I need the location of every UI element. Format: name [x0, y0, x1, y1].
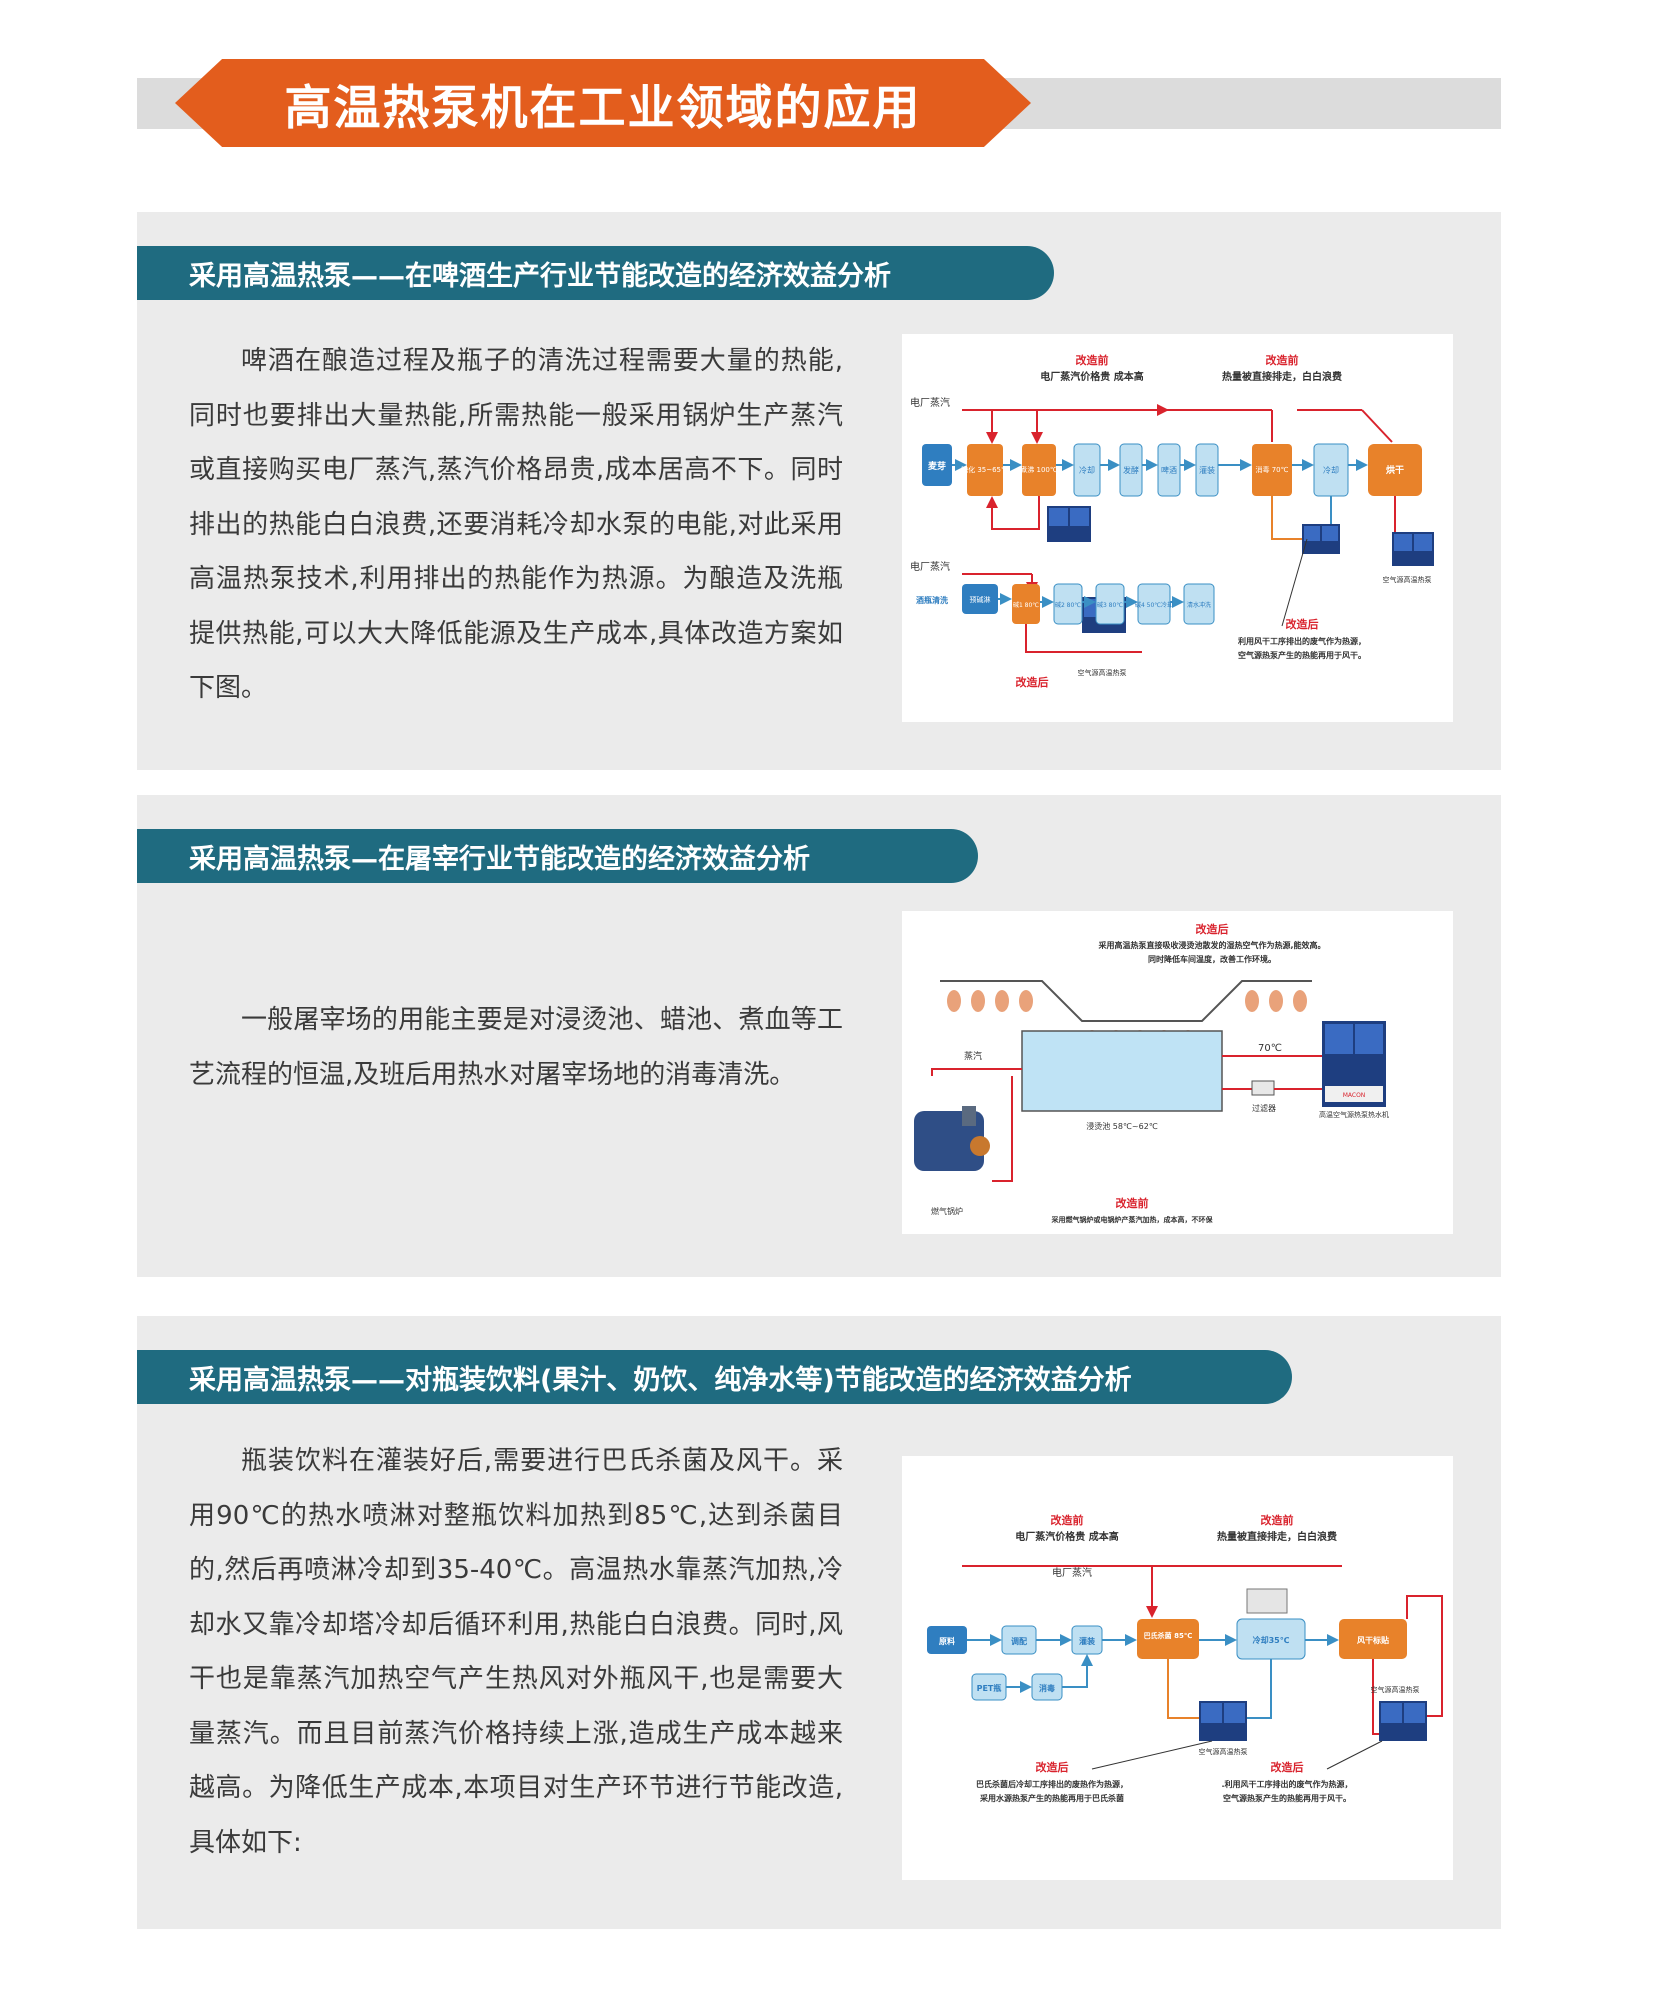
steam-label: 电厂蒸汽	[1052, 1566, 1092, 1579]
after-right-title: 改造后	[1286, 617, 1319, 631]
hp-label-right: 空气源高温热泵	[1383, 575, 1432, 584]
before-text: 采用燃气锅炉或电锅炉产蒸汽加热，成本高，不环保	[1051, 1215, 1214, 1224]
bev-step-4: 消毒	[1039, 1683, 1055, 1693]
after-right-text1: 利用风干工序排出的废气作为热源，	[1237, 636, 1366, 646]
cooling-tower-icon	[1246, 1588, 1288, 1614]
filter-label: 过滤器	[1252, 1103, 1276, 1113]
before-right-text: 热量被直接排走，白白浪费	[1222, 370, 1342, 383]
before-right-title: 改造前	[1266, 353, 1299, 367]
after-text1: 采用高温热泵直接吸收浸烫池散发的湿热空气作为热源,能效高。	[1097, 940, 1325, 950]
steam-label: 蒸汽	[964, 1050, 982, 1062]
after-right-text2: 空气源热泵产生的热能再用于风干。	[1238, 650, 1366, 660]
beer-process-diagram: 改造前 电厂蒸汽价格贵 成本高 改造前 热量被直接排走，白白浪费 电厂蒸汽 电厂…	[902, 334, 1453, 722]
after-title: 改造后	[1196, 922, 1229, 936]
beverage-process-diagram: 改造前 电厂蒸汽价格贵 成本高 改造前 热量被直接排走，白白浪费 电厂蒸汽	[902, 1456, 1453, 1880]
beer-step-3: 煮沸 100℃	[1020, 465, 1058, 474]
section-header: 采用高温热泵——在啤酒生产行业节能改造的经济效益分析	[137, 246, 1054, 300]
bottom-process-row: 酒瓶清洗 预碱淋 碱1 80℃ 碱2 80℃ 碱3 80℃ 碱4 50℃冷却 清…	[916, 583, 1215, 625]
before-left-text: 电厂蒸汽价格贵 成本高	[1015, 1530, 1118, 1543]
top-process-row: 麦芽 糖化 35~65℃ 煮沸 100℃ 冷却 发酵 啤酒 灌装 消毒 70℃ …	[922, 443, 1422, 497]
section-body: 瓶装饮料在灌装好后,需要进行巴氏杀菌及风干。采用90℃的热水喷淋对整瓶饮料加热到…	[189, 1446, 843, 1858]
bottle-step-4: 碱3 80℃	[1097, 602, 1123, 609]
bev-step-2: 灌装	[1079, 1636, 1095, 1646]
hp-label-bottom: 空气源高温热泵	[1199, 1747, 1248, 1756]
slaughter-process-diagram: 改造后 采用高温热泵直接吸收浸烫池散发的湿热空气作为热源,能效高。 同时降低车间…	[902, 911, 1453, 1234]
bev-step-3: PET瓶	[977, 1683, 1002, 1693]
heat-pump-unit: MACON	[1322, 1021, 1386, 1107]
temp-label: 70℃	[1258, 1043, 1282, 1054]
pool-label: 浸烫池 58℃~62℃	[1086, 1121, 1158, 1131]
after-bottom-title: 改造后	[1016, 675, 1049, 689]
bottle-step-2: 碱1 80℃	[1013, 602, 1039, 609]
before-left-title: 改造前	[1076, 353, 1109, 367]
banner-ribbon: 高温热泵机在工业领域的应用	[175, 59, 1031, 147]
slaughter-diagram-svg: 改造后 采用高温热泵直接吸收浸烫池散发的湿热空气作为热源,能效高。 同时降低车间…	[914, 922, 1389, 1224]
after-left-text1: 巴氏杀菌后冷却工序排出的废热作为热源，	[976, 1779, 1128, 1789]
steam-bottom-label: 电厂蒸汽	[910, 560, 950, 573]
beer-step-4: 冷却	[1079, 465, 1095, 475]
beer-step-8: 消毒 70℃	[1256, 465, 1289, 474]
beer-step-7: 灌装	[1199, 465, 1215, 475]
beer-step-9: 冷却	[1323, 465, 1339, 475]
after-left-title: 改造后	[1036, 1760, 1069, 1774]
beer-step-1: 麦芽	[928, 460, 946, 472]
before-right-text: 热量被直接排走，白白浪费	[1217, 1530, 1337, 1543]
heat-pump-unit	[1199, 1701, 1427, 1741]
bottle-step-3: 碱2 80℃	[1055, 602, 1081, 609]
before-title: 改造前	[1116, 1196, 1149, 1210]
bottle-step-0: 酒瓶清洗	[916, 595, 948, 605]
bottle-step-6: 清水冲洗	[1187, 601, 1211, 609]
after-right-title: 改造后	[1271, 1760, 1304, 1774]
before-left-text: 电厂蒸汽价格贵 成本高	[1040, 370, 1143, 383]
bev-step-7: 风干标贴	[1357, 1635, 1389, 1645]
section-header: 采用高温热泵—在屠宰行业节能改造的经济效益分析	[137, 829, 978, 883]
before-left-title: 改造前	[1051, 1513, 1084, 1527]
section-beverage: 采用高温热泵——对瓶装饮料(果汁、奶饮、纯净水等)节能改造的经济效益分析 瓶装饮…	[137, 1316, 1501, 1929]
beer-step-5: 发酵	[1123, 465, 1139, 475]
bev-step-1: 调配	[1011, 1636, 1027, 1646]
boiler-icon	[914, 1106, 990, 1171]
beer-step-6: 啤酒	[1161, 465, 1177, 475]
after-right-text1: .利用风干工序排出的废气作为热源，	[1221, 1779, 1352, 1789]
bottle-step-1: 预碱淋	[970, 595, 991, 604]
beverage-process-row: 原料 调配 灌装 PET瓶 消毒 巴氏杀菌 85℃ 冷却35℃ 风干标贴	[927, 1618, 1407, 1701]
beer-diagram-svg: 改造前 电厂蒸汽价格贵 成本高 改造前 热量被直接排走，白白浪费 电厂蒸汽 电厂…	[910, 353, 1434, 689]
section-header: 采用高温热泵——对瓶装饮料(果汁、奶饮、纯净水等)节能改造的经济效益分析	[137, 1350, 1292, 1404]
scalding-pool	[1021, 1030, 1223, 1112]
unit-brand: MACON	[1343, 1092, 1366, 1099]
after-text2: 同时降低车间温度，改善工作环境。	[1148, 954, 1276, 964]
steam-top-label: 电厂蒸汽	[910, 396, 950, 409]
beer-step-10: 烘干	[1386, 464, 1404, 476]
section-beer: 采用高温热泵——在啤酒生产行业节能改造的经济效益分析 啤酒在酿造过程及瓶子的清洗…	[137, 212, 1501, 770]
filter-box	[1251, 1080, 1275, 1096]
hp-label-right: 空气源高温热泵	[1371, 1685, 1420, 1694]
before-right-title: 改造前	[1261, 1513, 1294, 1527]
beverage-diagram-svg: 改造前 电厂蒸汽价格贵 成本高 改造前 热量被直接排走，白白浪费 电厂蒸汽	[927, 1513, 1443, 1803]
bev-step-0: 原料	[939, 1636, 955, 1646]
bottle-step-5: 碱4 50℃冷却	[1135, 601, 1173, 609]
page-title: 高温热泵机在工业领域的应用	[284, 80, 922, 136]
bev-step-6: 冷却35℃	[1253, 1635, 1290, 1645]
section-body: 啤酒在酿造过程及瓶子的清洗过程需要大量的热能,同时也要排出大量热能,所需热能一般…	[189, 346, 843, 703]
after-left-text2: 采用水源热泵产生的热能再用于巴氏杀菌	[979, 1793, 1124, 1803]
hp-label: 高温空气源热泵热水机	[1319, 1110, 1389, 1119]
section-body: 一般屠宰场的用能主要是对浸烫池、蜡池、煮血等工艺流程的恒温,及班后用热水对屠宰场…	[189, 1005, 843, 1090]
after-right-text2: 空气源热泵产生的热能再用于风干。	[1223, 1793, 1351, 1803]
boiler-label: 燃气锅炉	[931, 1206, 963, 1216]
bev-step-5: 巴氏杀菌 85℃	[1144, 1631, 1193, 1640]
hp-label-bottom: 空气源高温热泵	[1078, 668, 1127, 677]
beer-step-2: 糖化 35~65℃	[961, 465, 1009, 474]
section-slaughter: 采用高温热泵—在屠宰行业节能改造的经济效益分析 一般屠宰场的用能主要是对浸烫池、…	[137, 795, 1501, 1277]
